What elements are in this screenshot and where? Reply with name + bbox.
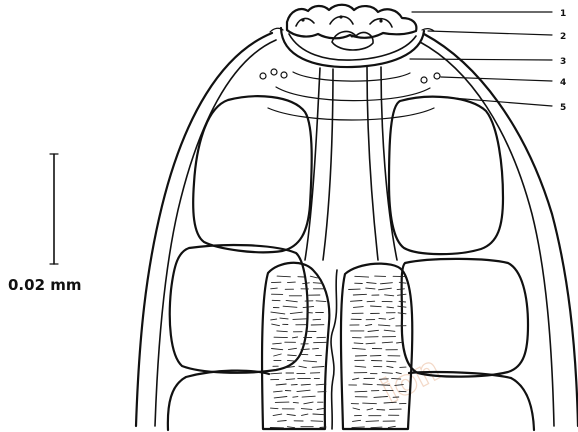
left-hatch-mark bbox=[293, 402, 298, 403]
left-hatch-mark bbox=[271, 408, 279, 409]
papilla-dot bbox=[301, 18, 304, 21]
left-hatch-mark bbox=[320, 427, 326, 428]
tooth-dot bbox=[351, 35, 354, 38]
left-hatch-mark bbox=[311, 421, 323, 422]
label-2: 2 bbox=[560, 32, 566, 42]
right-hatch-mark bbox=[371, 427, 382, 428]
label-1: 1 bbox=[560, 9, 566, 19]
right-hatch-mark bbox=[377, 410, 385, 411]
right-hatch-mark bbox=[363, 384, 372, 385]
label-3: 3 bbox=[560, 57, 566, 67]
right-hatch-mark bbox=[367, 301, 375, 302]
right-hatch-mark bbox=[366, 421, 379, 422]
right-hatch-mark bbox=[355, 391, 367, 392]
right-hatch-mark bbox=[387, 361, 396, 362]
left-hatch-mark bbox=[313, 319, 321, 320]
left-hatch-mark bbox=[293, 397, 298, 398]
right-hatch-mark bbox=[379, 379, 388, 380]
left-hatch-mark bbox=[313, 348, 319, 349]
label-5: 5 bbox=[560, 103, 566, 113]
label-4: 4 bbox=[560, 78, 566, 88]
right-hatch-mark bbox=[363, 403, 377, 404]
scale-bar-label: 0.02 mm bbox=[8, 276, 82, 294]
right-hatch-mark bbox=[377, 385, 389, 386]
left-hatch-mark bbox=[288, 282, 296, 283]
left-hatch-mark bbox=[293, 319, 307, 320]
papilla-dot bbox=[339, 15, 342, 18]
papilla-dot bbox=[379, 19, 382, 22]
